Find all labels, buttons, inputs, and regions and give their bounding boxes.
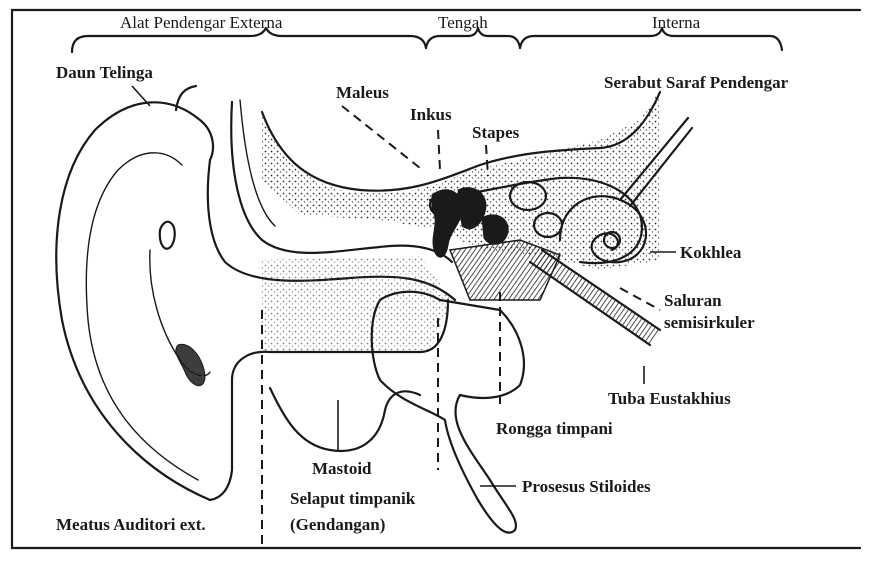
- label-daun-telinga: Daun Telinga: [56, 63, 153, 82]
- label-rongga-timpani: Rongga timpani: [496, 419, 613, 438]
- label-semisirkuler: semisirkuler: [664, 313, 755, 332]
- label-tuba-eustakhius: Tuba Eustakhius: [608, 389, 731, 408]
- label-mastoid: Mastoid: [312, 459, 372, 478]
- label-externa: Alat Pendengar Externa: [120, 13, 283, 32]
- label-gendangan: (Gendangan): [290, 515, 385, 534]
- label-prosesus-stiloides: Prosesus Stiloides: [522, 477, 651, 496]
- label-tengah: Tengah: [438, 13, 488, 32]
- label-interna: Interna: [652, 13, 701, 32]
- label-meatus: Meatus Auditori ext.: [56, 515, 206, 534]
- temporal-bone: [262, 90, 660, 270]
- label-inkus: Inkus: [410, 105, 452, 124]
- label-kokhlea: Kokhlea: [680, 243, 742, 262]
- label-serabut-saraf: Serabut Saraf Pendengar: [604, 73, 789, 92]
- label-stapes: Stapes: [472, 123, 520, 142]
- label-maleus: Maleus: [336, 83, 389, 102]
- label-saluran: Saluran: [664, 291, 722, 310]
- label-selaput-timpanik: Selaput timpanik: [290, 489, 416, 508]
